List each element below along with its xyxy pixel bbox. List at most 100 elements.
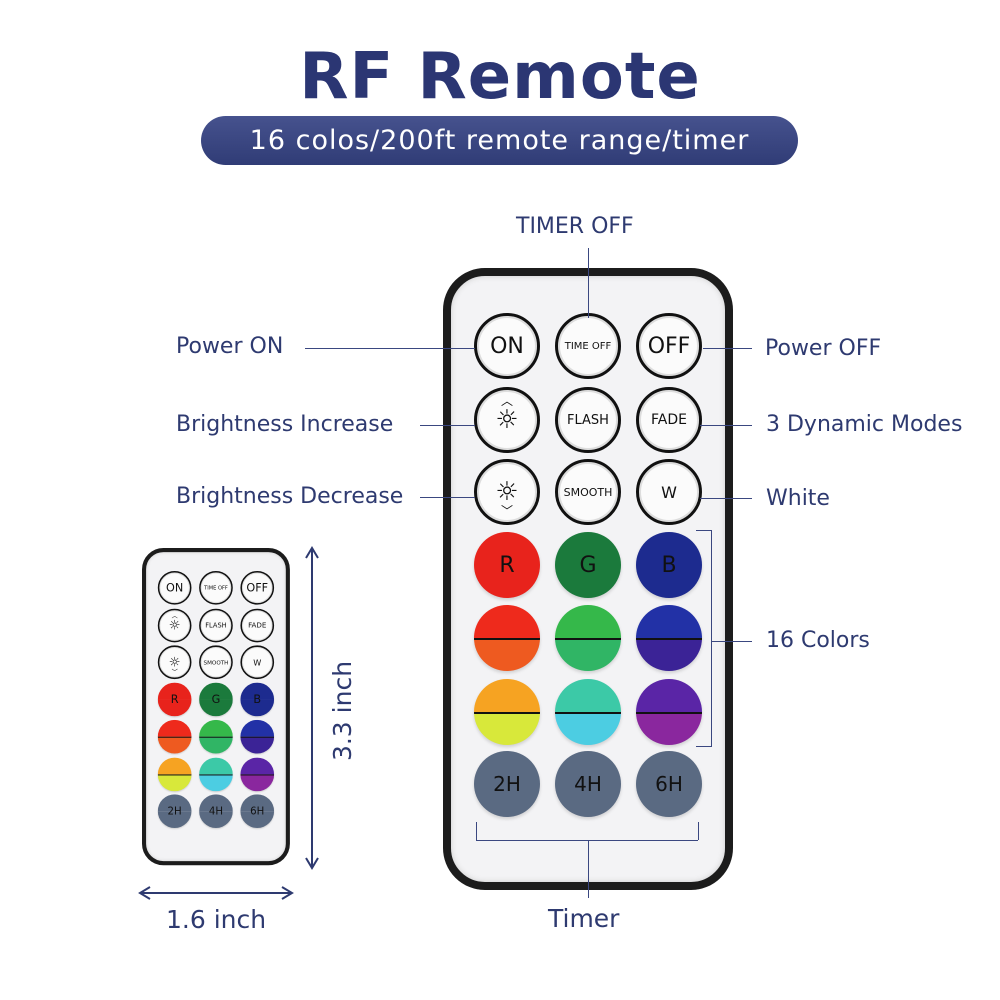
callout-line [700,498,752,499]
brightness-down-icon: ☼ [168,654,181,670]
off-button[interactable]: OFF [636,313,702,379]
button-label: W [661,482,677,502]
6h-button[interactable]: 6H [636,751,702,817]
button-bottom-color [199,774,233,792]
fade-button[interactable]: FADE [636,387,702,453]
green-button[interactable]: G [555,532,621,598]
button-label: 6H [250,805,265,818]
2h-button[interactable]: 2H [474,751,540,817]
button-label: W [253,657,262,668]
subtitle-banner: 16 colos/200ft remote range/timer [201,116,798,165]
blue-button[interactable]: B [240,682,275,717]
purple-magenta-button[interactable] [636,679,702,745]
fade-button[interactable]: FADE [240,608,275,643]
brightness-down-button[interactable]: ﹀☼ [474,459,540,525]
button-label: OFF [647,333,691,359]
timer-off-button[interactable]: TIME OFF [555,313,621,379]
label-brightness-decrease: Brightness Decrease [176,484,404,509]
brightness-up-button[interactable]: ︿☼ [474,387,540,453]
button-label: R [170,693,179,706]
button-top-color [555,751,621,784]
orange-yellow-button[interactable] [157,757,192,792]
4h-button[interactable]: 4H [555,751,621,817]
button-label: SMOOTH [563,485,613,499]
green-button[interactable]: G [199,682,233,717]
button-top-color [474,751,540,784]
red-orange-button[interactable] [474,605,540,671]
callout-line [588,248,589,318]
2h-button[interactable]: 2H [157,794,192,828]
blue-indigo-button[interactable] [636,605,702,671]
button-top-color [199,719,233,737]
red-button[interactable]: R [157,682,192,717]
button-label: SMOOTH [203,658,229,666]
button-bottom-color [240,699,275,717]
button-top-color [555,679,621,712]
label-16-colors: 16 Colors [766,628,870,653]
button-top-color [157,794,192,812]
smooth-button[interactable]: SMOOTH [199,645,233,680]
label-white: White [766,486,830,511]
callout-line [588,840,589,898]
w-button[interactable]: W [240,645,275,680]
purple-magenta-button[interactable] [240,757,275,792]
bracket [476,822,477,840]
blue-indigo-button[interactable] [240,719,275,754]
red-button[interactable]: R [474,532,540,598]
orange-yellow-button[interactable] [474,679,540,745]
w-button[interactable]: W [636,459,702,525]
button-bottom-color [157,699,192,717]
brightness-up-button[interactable]: ︿☼ [157,608,192,643]
red-orange-button[interactable] [157,719,192,754]
button-label: ON [490,333,524,359]
smooth-button[interactable]: SMOOTH [555,459,621,525]
label-timer: Timer [548,904,620,933]
button-label: TIME OFF [564,340,612,352]
button-bottom-color [555,638,621,671]
callout-line [703,348,752,349]
bracket [696,746,712,747]
button-bottom-color [555,565,621,598]
light-green-button[interactable] [199,719,233,754]
brightness-up-icon: ☼ [495,405,519,435]
button-label: FLASH [567,412,609,428]
button-bottom-color [240,774,275,792]
button-top-color [636,532,702,565]
flash-button[interactable]: FLASH [199,608,233,643]
bracket [698,822,699,840]
timer-off-button[interactable]: TIME OFF [199,570,233,605]
button-top-color [157,757,192,775]
6h-button[interactable]: 6H [240,794,275,828]
callout-line [700,425,752,426]
button-top-color [199,757,233,775]
blue-button[interactable]: B [636,532,702,598]
on-button[interactable]: ON [157,570,192,605]
4h-button[interactable]: 4H [199,794,233,828]
off-button[interactable]: OFF [240,570,275,605]
brightness-down-button[interactable]: ﹀☼ [157,645,192,680]
brightness-up-icon: ☼ [168,617,181,634]
button-label: ON [166,581,184,595]
button-top-color [199,794,233,812]
button-label: 2H [493,772,521,796]
button-top-color [240,719,275,737]
button-bottom-color [199,811,233,828]
button-top-color [474,532,540,565]
flash-button[interactable]: FLASH [555,387,621,453]
label-height: 3.3 inch [328,660,357,762]
light-green-button[interactable] [555,605,621,671]
on-button[interactable]: ON [474,313,540,379]
button-bottom-color [555,784,621,817]
button-top-color [636,751,702,784]
label-dynamic-modes: 3 Dynamic Modes [766,412,963,437]
teal-cyan-button[interactable] [199,757,233,792]
button-label: G [211,693,221,706]
teal-cyan-button[interactable] [555,679,621,745]
button-bottom-color [636,784,702,817]
label-brightness-increase: Brightness Increase [176,412,394,437]
button-top-color [636,679,702,712]
button-bottom-color [474,638,540,671]
bracket [476,840,698,841]
chevron-up-icon: ︿ [500,394,513,408]
